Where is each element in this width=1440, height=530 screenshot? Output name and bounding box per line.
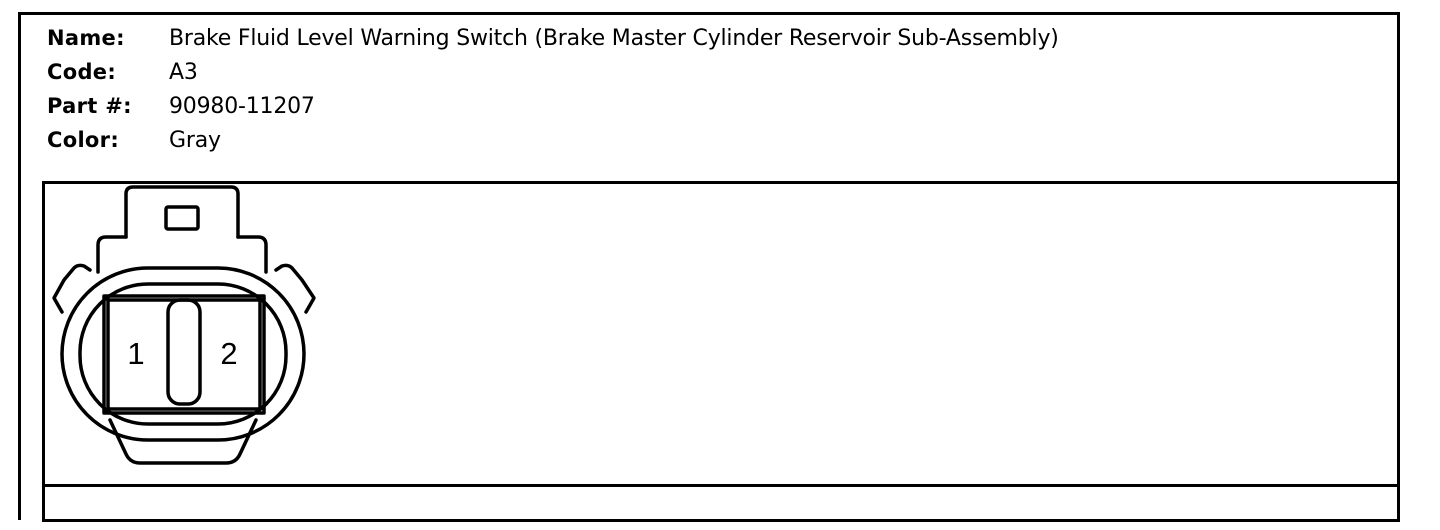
- code-row: Code: A3: [47, 55, 1059, 89]
- part-number-label: Part #:: [47, 94, 132, 118]
- pin-label-2: 2: [220, 336, 237, 371]
- bottom-skirt: [108, 418, 258, 465]
- part-number-value: 90980-11207: [169, 93, 315, 119]
- housing-outer: [60, 266, 306, 442]
- connector-info-block: Name: Brake Fluid Level Warning Switch (…: [47, 21, 1059, 157]
- name-label: Name:: [47, 26, 125, 50]
- latch-button: [164, 205, 200, 231]
- name-row: Name: Brake Fluid Level Warning Switch (…: [47, 21, 1059, 55]
- housing-inner: [78, 282, 288, 426]
- connector-face-diagram: 1 2: [52, 185, 316, 465]
- diagram-divider: [42, 484, 1400, 487]
- housing-shoulder: [236, 235, 268, 274]
- latch-tab: [124, 185, 240, 239]
- color-value: Gray: [169, 127, 221, 153]
- pin-label-1: 1: [127, 336, 144, 371]
- cavity-outline: [102, 294, 266, 415]
- color-row: Color: Gray: [47, 123, 1059, 157]
- code-label: Code:: [47, 60, 117, 84]
- housing-shoulder: [96, 235, 128, 274]
- code-value: A3: [169, 59, 198, 85]
- bottom-border: [42, 519, 1400, 522]
- color-label: Color:: [47, 128, 120, 152]
- left-ear: [52, 263, 92, 314]
- right-ear: [274, 263, 316, 314]
- center-key: [166, 298, 202, 406]
- part-number-row: Part #: 90980-11207: [47, 89, 1059, 123]
- name-value: Brake Fluid Level Warning Switch (Brake …: [169, 25, 1059, 51]
